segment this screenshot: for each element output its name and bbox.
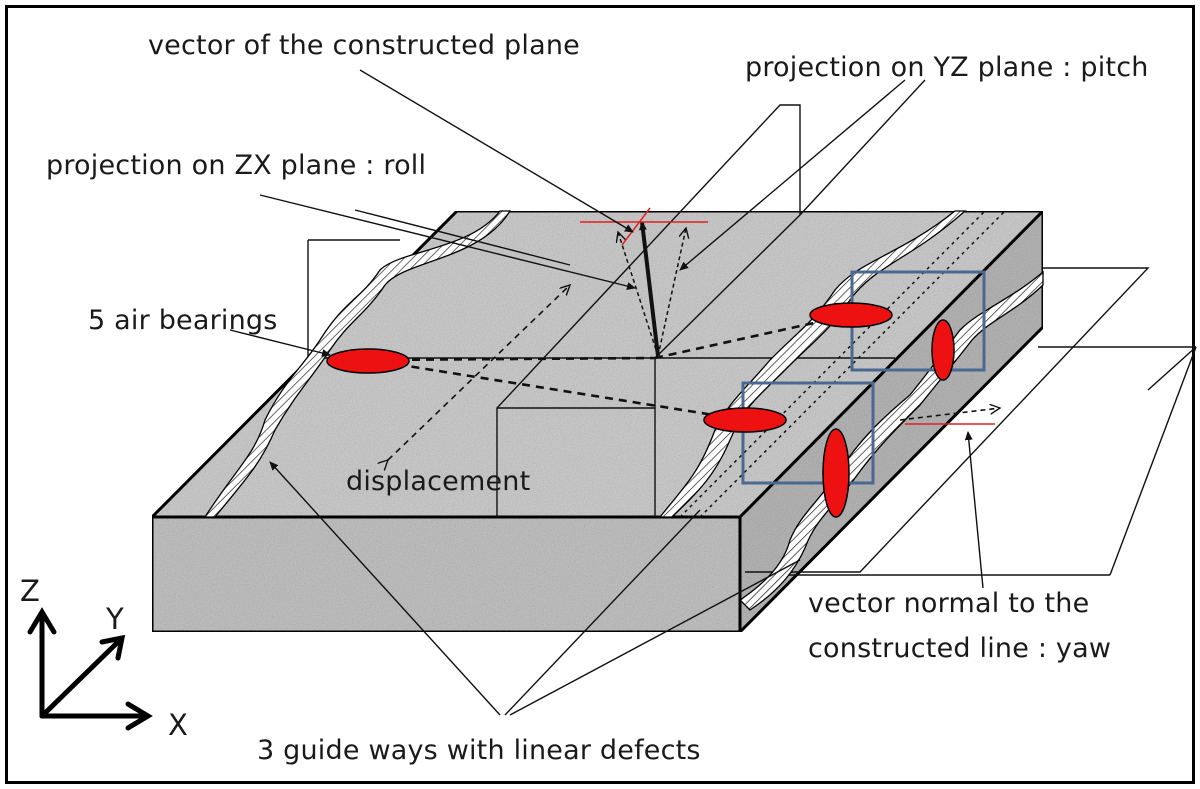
air-bearing-1 xyxy=(326,348,410,374)
z-axis-label: Z xyxy=(20,574,40,608)
leader-guide-2 xyxy=(504,509,701,716)
y-axis-arrow xyxy=(39,637,123,719)
rail-lines xyxy=(679,210,1006,518)
air-bearing-4 xyxy=(931,319,955,381)
label-yaw-line1: vector normal to the xyxy=(808,588,1090,619)
pitch-projection-vector xyxy=(657,228,686,357)
label-guide-ways: 3 guide ways with linear defects xyxy=(257,735,701,766)
label-pitch: projection on YZ plane : pitch xyxy=(745,52,1149,83)
leader-roll-2 xyxy=(354,209,571,266)
leader-lines xyxy=(229,69,984,716)
granite-block xyxy=(148,207,1047,636)
yaw-vector xyxy=(899,408,1000,425)
label-displacement: displacement xyxy=(346,466,531,497)
air-bearing-2 xyxy=(809,302,893,328)
coordinate-axes xyxy=(27,607,153,731)
sensor-box-lower xyxy=(741,381,875,485)
constructed-planes xyxy=(307,104,1197,576)
label-vector-plane: vector of the constructed plane xyxy=(148,30,580,61)
plane-vectors xyxy=(580,207,708,357)
label-roll: projection on ZX plane : roll xyxy=(46,150,427,181)
label-air-bearings: 5 air bearings xyxy=(88,305,278,336)
leader-guide-3 xyxy=(509,559,801,716)
air-bearing-5 xyxy=(822,428,850,518)
leader-pitch-1 xyxy=(799,79,926,216)
x-axis-label: X xyxy=(168,708,188,742)
roll-projection-vector xyxy=(618,232,659,357)
leader-yaw xyxy=(964,431,984,589)
side-plane-outline xyxy=(745,267,1150,573)
displacement-arrow xyxy=(388,285,570,460)
leader-air-bearings xyxy=(229,329,331,357)
guide-way-left xyxy=(203,210,512,518)
leader-guide-1 xyxy=(269,461,501,716)
plane-normal-vector xyxy=(638,221,660,357)
air-bearing-3 xyxy=(703,407,787,433)
label-yaw-line2: constructed line : yaw xyxy=(808,633,1112,664)
figure-frame xyxy=(5,5,1195,784)
y-axis-label: Y xyxy=(106,602,124,636)
leader-vector-plane xyxy=(359,69,634,233)
block-front-face xyxy=(150,515,742,634)
leader-pitch-2 xyxy=(679,79,906,271)
leader-roll xyxy=(259,194,636,290)
